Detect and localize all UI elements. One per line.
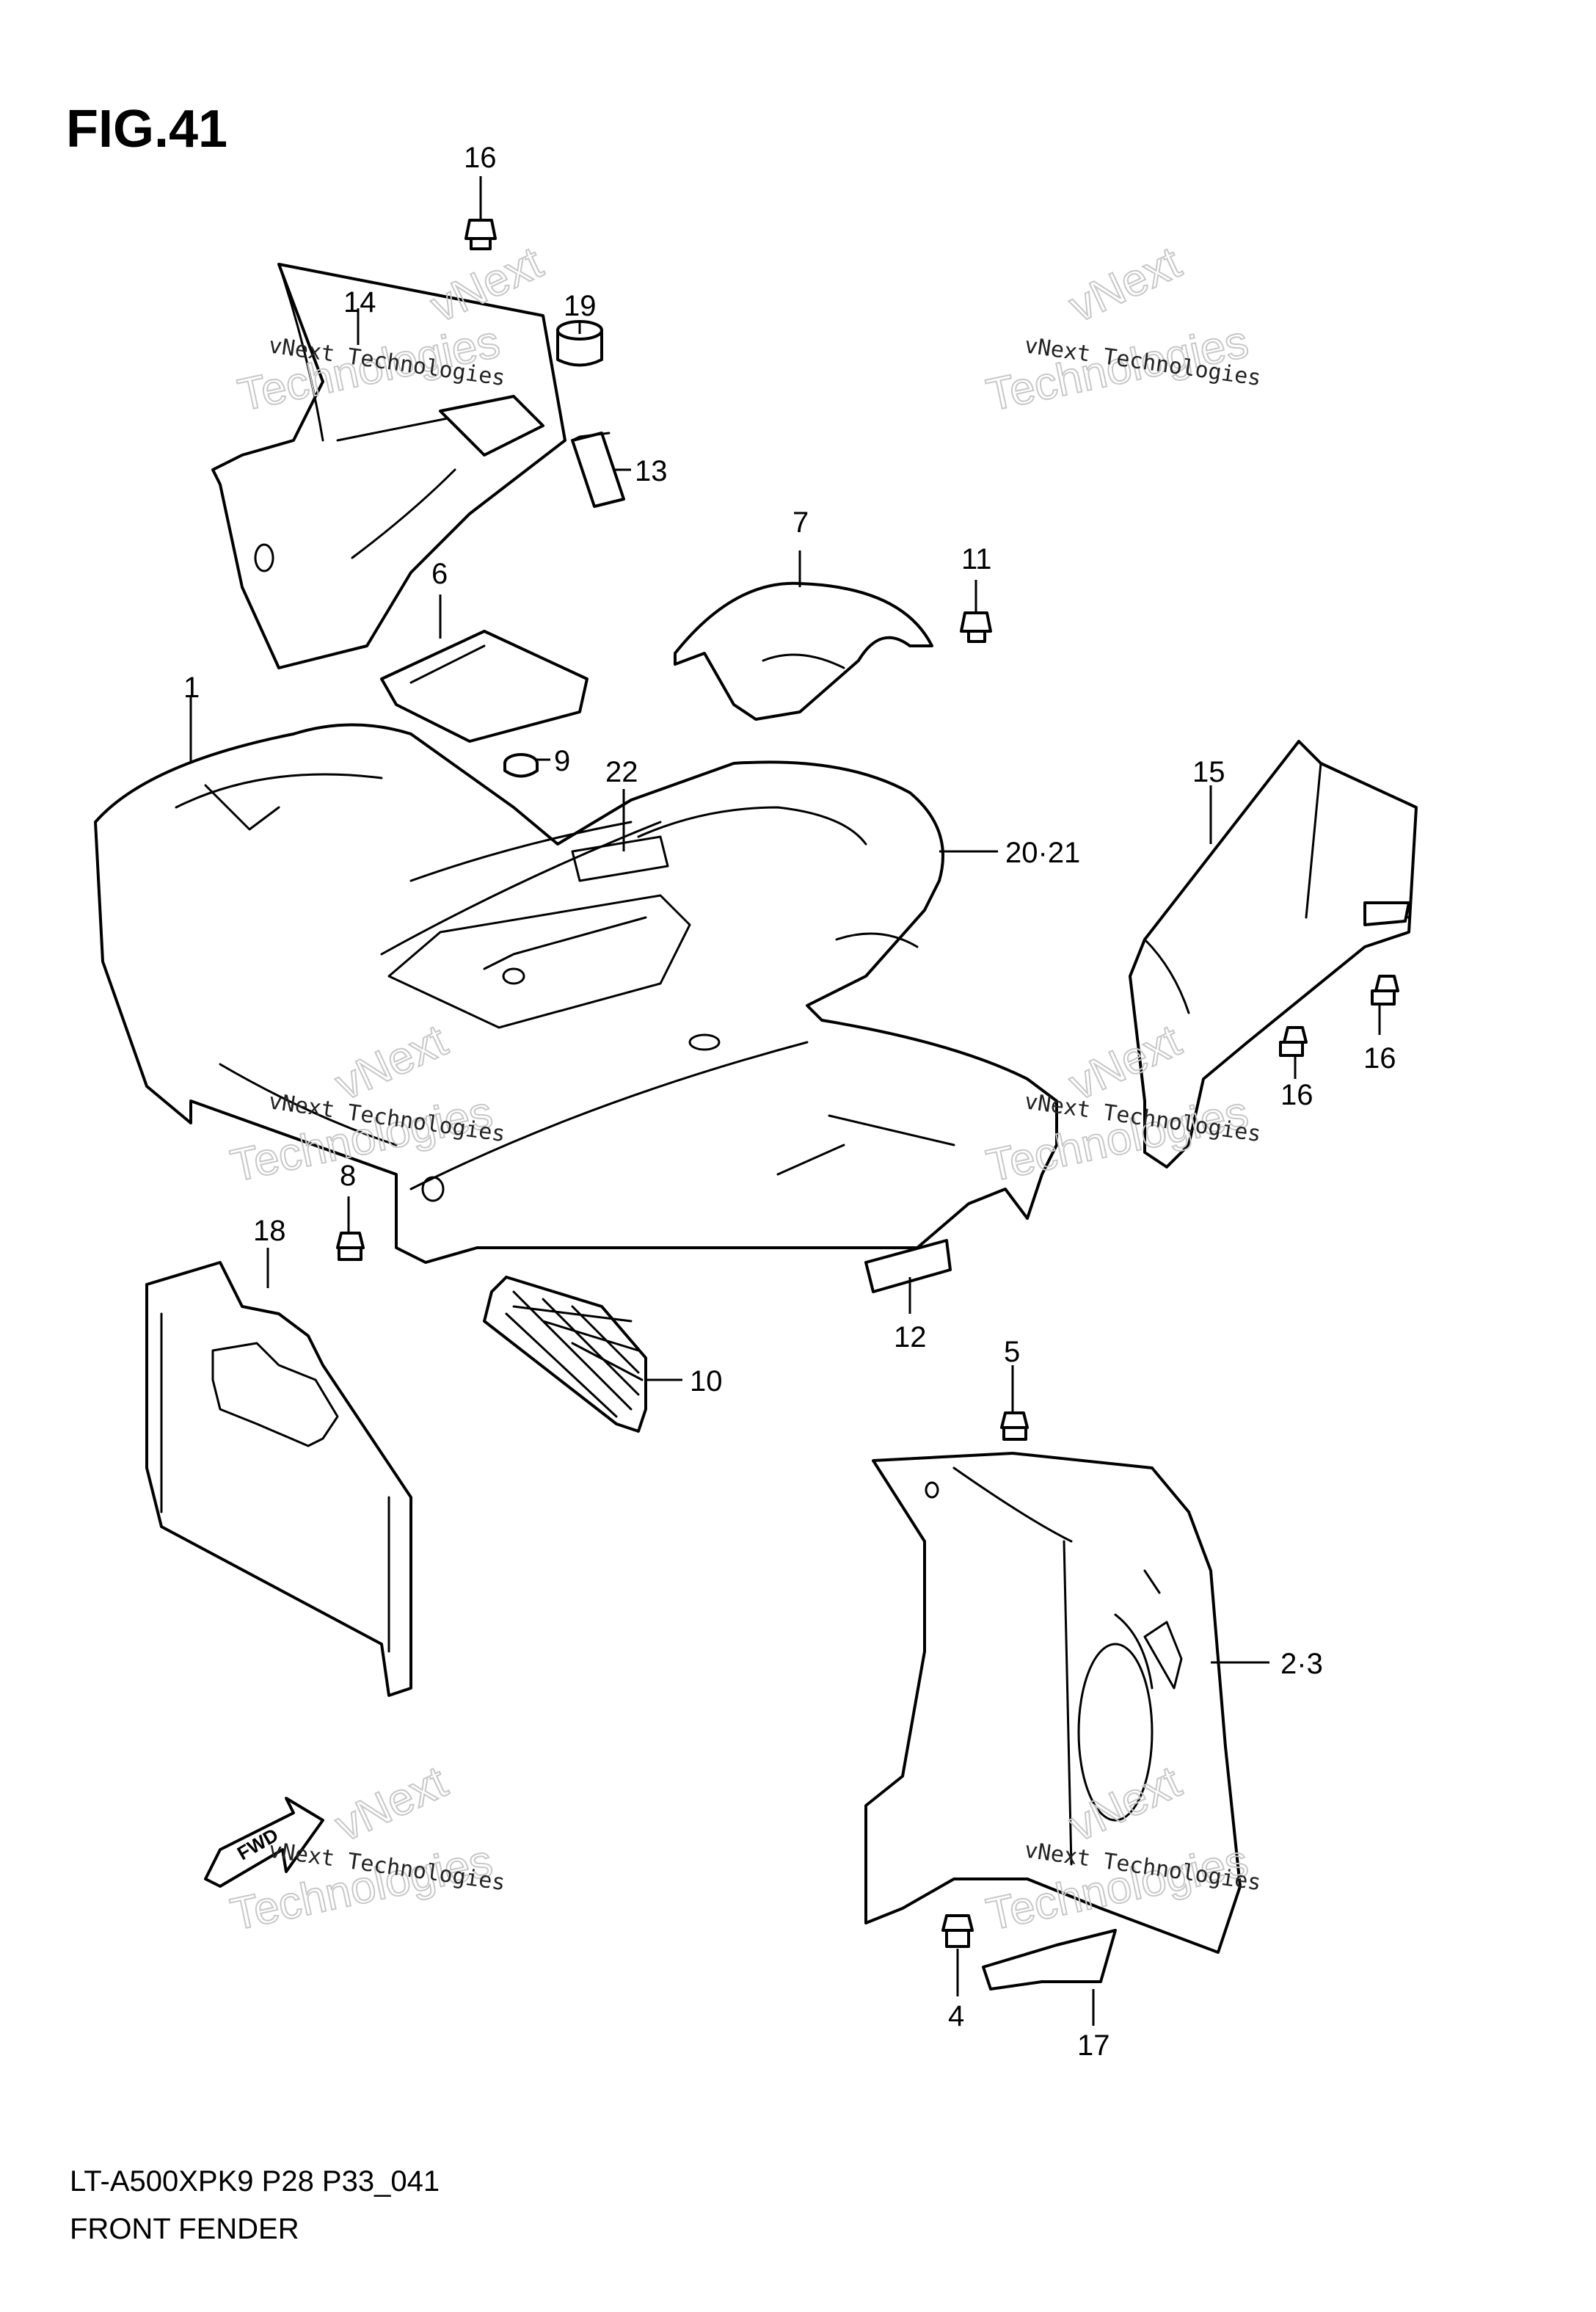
part-4-bolt bbox=[941, 1914, 974, 1948]
callout-14: 14 bbox=[343, 286, 376, 319]
callout-labels: 16 14 19 13 7 11 6 9 1 22 20·21 15 16 16… bbox=[183, 142, 1396, 2062]
callout-13: 13 bbox=[635, 455, 668, 487]
callout-1: 1 bbox=[183, 672, 200, 704]
part-5-bolt bbox=[1000, 1411, 1029, 1441]
callout-16-right-b: 16 bbox=[1280, 1079, 1313, 1111]
part-9-grommet bbox=[503, 753, 539, 778]
part-7-fender-cover bbox=[674, 581, 933, 721]
callout-16-right-a: 16 bbox=[1363, 1042, 1396, 1075]
callout-18: 18 bbox=[253, 1215, 286, 1247]
part-8-bolt bbox=[336, 1232, 365, 1261]
part-16-right-bolt-b bbox=[1279, 1026, 1308, 1057]
part-14-left-side-panel bbox=[211, 263, 566, 669]
callout-10: 10 bbox=[690, 1365, 723, 1397]
part-18-mud-guard bbox=[145, 1261, 412, 1697]
leader-lines bbox=[189, 176, 1381, 2026]
svg-text:vNext: vNext bbox=[328, 1756, 455, 1852]
callout-22: 22 bbox=[605, 756, 638, 788]
section-name: FRONT FENDER bbox=[70, 2213, 299, 2245]
part-12-cushion bbox=[864, 1239, 952, 1293]
svg-text:vNext: vNext bbox=[1062, 237, 1189, 332]
callout-6: 6 bbox=[431, 558, 448, 590]
callout-4: 4 bbox=[948, 2000, 964, 2032]
model-code: LT-A500XPK9 P28 P33_041 bbox=[70, 2165, 440, 2198]
callout-19: 19 bbox=[564, 290, 597, 322]
watermark-bottom-left: vNext Technologies vNext Technologies bbox=[226, 1756, 507, 1941]
part-16-top-bolt bbox=[464, 219, 497, 250]
watermark-top-right: vNext Technologies vNext Technologies bbox=[982, 236, 1263, 422]
callout-7: 7 bbox=[792, 506, 809, 539]
part-13-cushion-strip bbox=[571, 432, 625, 508]
part-15-right-side-panel bbox=[1129, 740, 1418, 1168]
callout-16-top: 16 bbox=[464, 142, 497, 174]
part-11-clip bbox=[960, 611, 992, 643]
callout-20-21: 20·21 bbox=[1005, 837, 1080, 869]
callout-17: 17 bbox=[1077, 2029, 1110, 2062]
callout-5: 5 bbox=[1004, 1336, 1020, 1368]
part-10-grille bbox=[483, 1276, 647, 1433]
part-6-cover-plate bbox=[380, 630, 589, 743]
callout-15: 15 bbox=[1192, 756, 1225, 788]
callout-9: 9 bbox=[554, 745, 570, 777]
callout-11: 11 bbox=[961, 543, 992, 575]
figure-title: FIG.41 bbox=[66, 100, 227, 159]
callout-2-3: 2·3 bbox=[1280, 1648, 1323, 1680]
callout-12: 12 bbox=[894, 1321, 927, 1353]
part-2-3-inner-fender bbox=[864, 1452, 1242, 1954]
callout-8: 8 bbox=[340, 1160, 356, 1192]
part-17-trim bbox=[982, 1929, 1117, 1991]
part-16-right-bolt-a bbox=[1371, 975, 1399, 1006]
part-1-front-fender bbox=[94, 723, 1058, 1264]
